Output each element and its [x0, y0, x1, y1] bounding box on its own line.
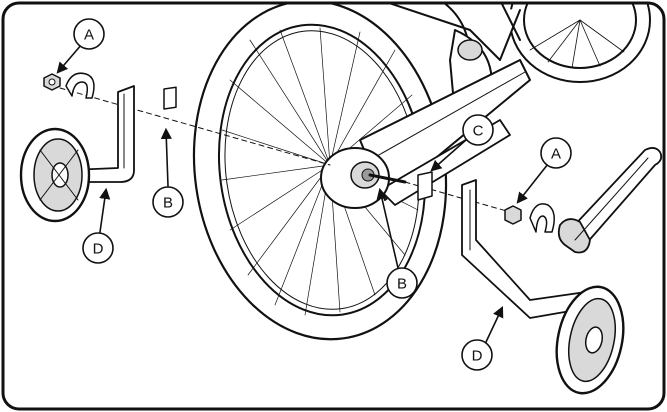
label-c-washer: C	[462, 114, 494, 146]
label-a-top-left: A	[73, 18, 105, 50]
label-d-right-wheel: D	[461, 339, 493, 371]
left-training-wheel-assembly	[19, 72, 177, 223]
nut-icon-right	[504, 205, 522, 225]
washer-c	[417, 171, 433, 201]
svg-text:A: A	[551, 146, 561, 163]
label-b-axle: B	[386, 267, 418, 299]
wheel-icon	[19, 127, 91, 223]
svg-text:D: D	[472, 348, 483, 365]
wheel-icon-right	[555, 285, 625, 395]
label-b-bracket: B	[152, 186, 184, 218]
svg-text:B: B	[397, 276, 407, 293]
wrench-icon	[557, 147, 663, 254]
label-a-right: A	[540, 137, 572, 169]
washer-plate-left	[163, 86, 177, 110]
svg-text:A: A	[84, 27, 94, 44]
svg-text:D: D	[93, 241, 104, 258]
label-d-left-wheel: D	[82, 232, 114, 264]
curved-clamp-right	[529, 203, 555, 233]
svg-text:B: B	[163, 195, 173, 212]
callout-arrows	[56, 43, 549, 343]
svg-text:C: C	[473, 123, 484, 140]
right-training-wheel-assembly	[417, 171, 625, 395]
wheel-axle	[368, 173, 407, 184]
nut-icon	[43, 73, 61, 91]
rear-tire-background	[509, 3, 651, 83]
curved-clamp-left	[65, 72, 95, 99]
